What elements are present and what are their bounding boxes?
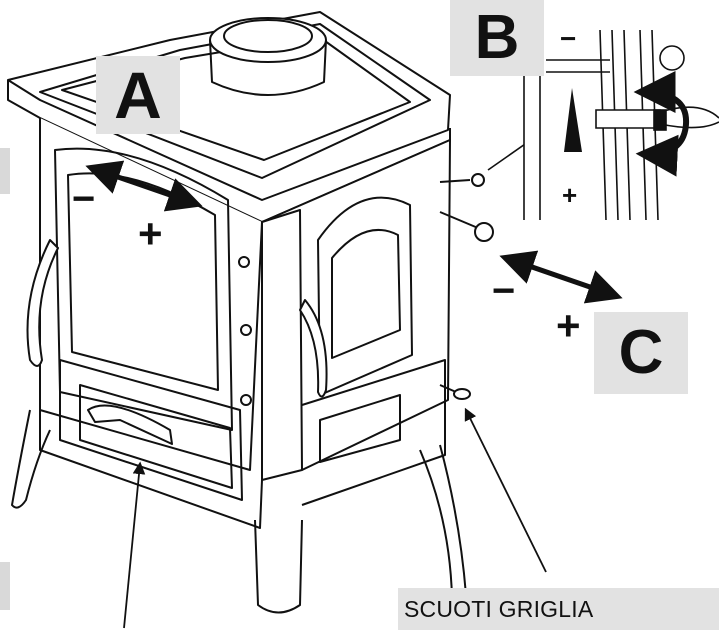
inset-b-detail bbox=[523, 29, 719, 221]
grate-shaker-caption-text: SCUOTI GRIGLIA bbox=[404, 595, 594, 622]
sign-plus-b: + bbox=[562, 180, 577, 210]
callout-c: C bbox=[594, 312, 688, 394]
side-panel bbox=[261, 139, 451, 471]
ash-drawer bbox=[59, 359, 243, 501]
pointer-to-grate-shaker bbox=[464, 407, 547, 573]
rotation-arrows-icon bbox=[633, 71, 690, 177]
side-door bbox=[317, 196, 413, 396]
primary-air-knob bbox=[474, 222, 494, 242]
edge-tab-top bbox=[0, 148, 10, 194]
arrow-c-double bbox=[499, 250, 623, 304]
sign-minus-a: − bbox=[72, 177, 95, 221]
stove-body bbox=[7, 11, 494, 614]
sign-minus-b: − bbox=[560, 23, 576, 54]
sign-plus-c: + bbox=[556, 302, 581, 349]
edge-tab-bottom bbox=[0, 562, 10, 610]
secondary-air-rod bbox=[439, 179, 471, 183]
grate-shaker-rod bbox=[439, 384, 457, 393]
front-left-leg bbox=[11, 409, 51, 509]
callout-a-letter: A bbox=[114, 58, 162, 132]
side-window bbox=[331, 228, 401, 359]
side-door-handle bbox=[299, 299, 328, 398]
sign-plus-a: + bbox=[138, 210, 163, 257]
side-column bbox=[261, 209, 303, 481]
callout-a: A bbox=[96, 56, 180, 134]
adjustment-wedge-icon bbox=[564, 88, 582, 152]
front-right-leg bbox=[254, 519, 303, 614]
pointer-to-ash-drawer bbox=[123, 461, 146, 629]
flue-collar bbox=[209, 17, 327, 63]
callout-c-letter: C bbox=[618, 318, 664, 387]
primary-air-rod bbox=[439, 211, 479, 229]
callout-b-letter: B bbox=[474, 3, 520, 72]
ash-drawer-handle bbox=[87, 404, 173, 445]
grate-shaker-caption: SCUOTI GRIGLIA bbox=[398, 588, 719, 630]
callout-b: B bbox=[450, 0, 544, 76]
sign-minus-c: − bbox=[492, 269, 515, 313]
front-door-handle bbox=[26, 239, 59, 367]
rear-leg bbox=[419, 444, 467, 601]
arrow-a-double bbox=[85, 160, 203, 212]
